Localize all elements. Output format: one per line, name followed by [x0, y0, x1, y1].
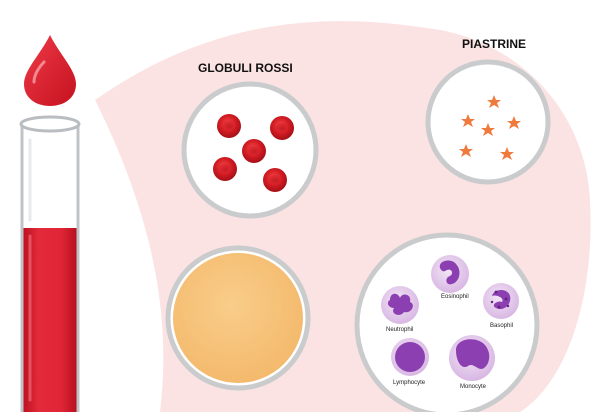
- red-blood-cell-icon: [270, 116, 294, 140]
- red-blood-cells-panel: [181, 81, 319, 219]
- red-blood-cell-icon: [213, 157, 237, 181]
- wbc-label-lymphocyte: Lymphocyte: [393, 380, 426, 386]
- wbc-label-neutrophil: Neutrophil: [386, 327, 413, 333]
- red-blood-cell-icon: [242, 139, 266, 163]
- lymphocyte-icon: [391, 338, 429, 376]
- platelet-icon: [459, 144, 473, 157]
- neutrophil-icon: [381, 286, 419, 324]
- plasma-panel: [165, 245, 311, 391]
- platelet-icon: [481, 123, 495, 136]
- red-blood-cell-icon: [217, 114, 241, 138]
- red-cells-label: GLOBULI ROSSI: [198, 61, 293, 75]
- platelets-panel: [425, 59, 551, 185]
- wbc-label-basophil: Basophil: [490, 323, 513, 329]
- basophil-icon: [483, 283, 519, 319]
- wbc-label-eosinophil: Eosinophil: [441, 294, 469, 300]
- wbc-label-monocyte: Monocyte: [460, 384, 487, 390]
- platelet-icon: [507, 116, 521, 129]
- blood-drop-icon: [24, 35, 76, 106]
- red-blood-cell-icon: [263, 168, 287, 192]
- eosinophil-icon: [431, 255, 469, 293]
- test-tube-icon: [19, 115, 81, 412]
- platelets-label: PIASTRINE: [462, 37, 526, 51]
- monocyte-icon: [449, 335, 495, 381]
- platelet-icon: [500, 147, 514, 160]
- white-blood-cells-panel: Eosinophil Basophil Neutrophil Lymphocyt…: [354, 232, 540, 412]
- platelet-icon: [487, 95, 501, 108]
- platelet-icon: [461, 114, 475, 127]
